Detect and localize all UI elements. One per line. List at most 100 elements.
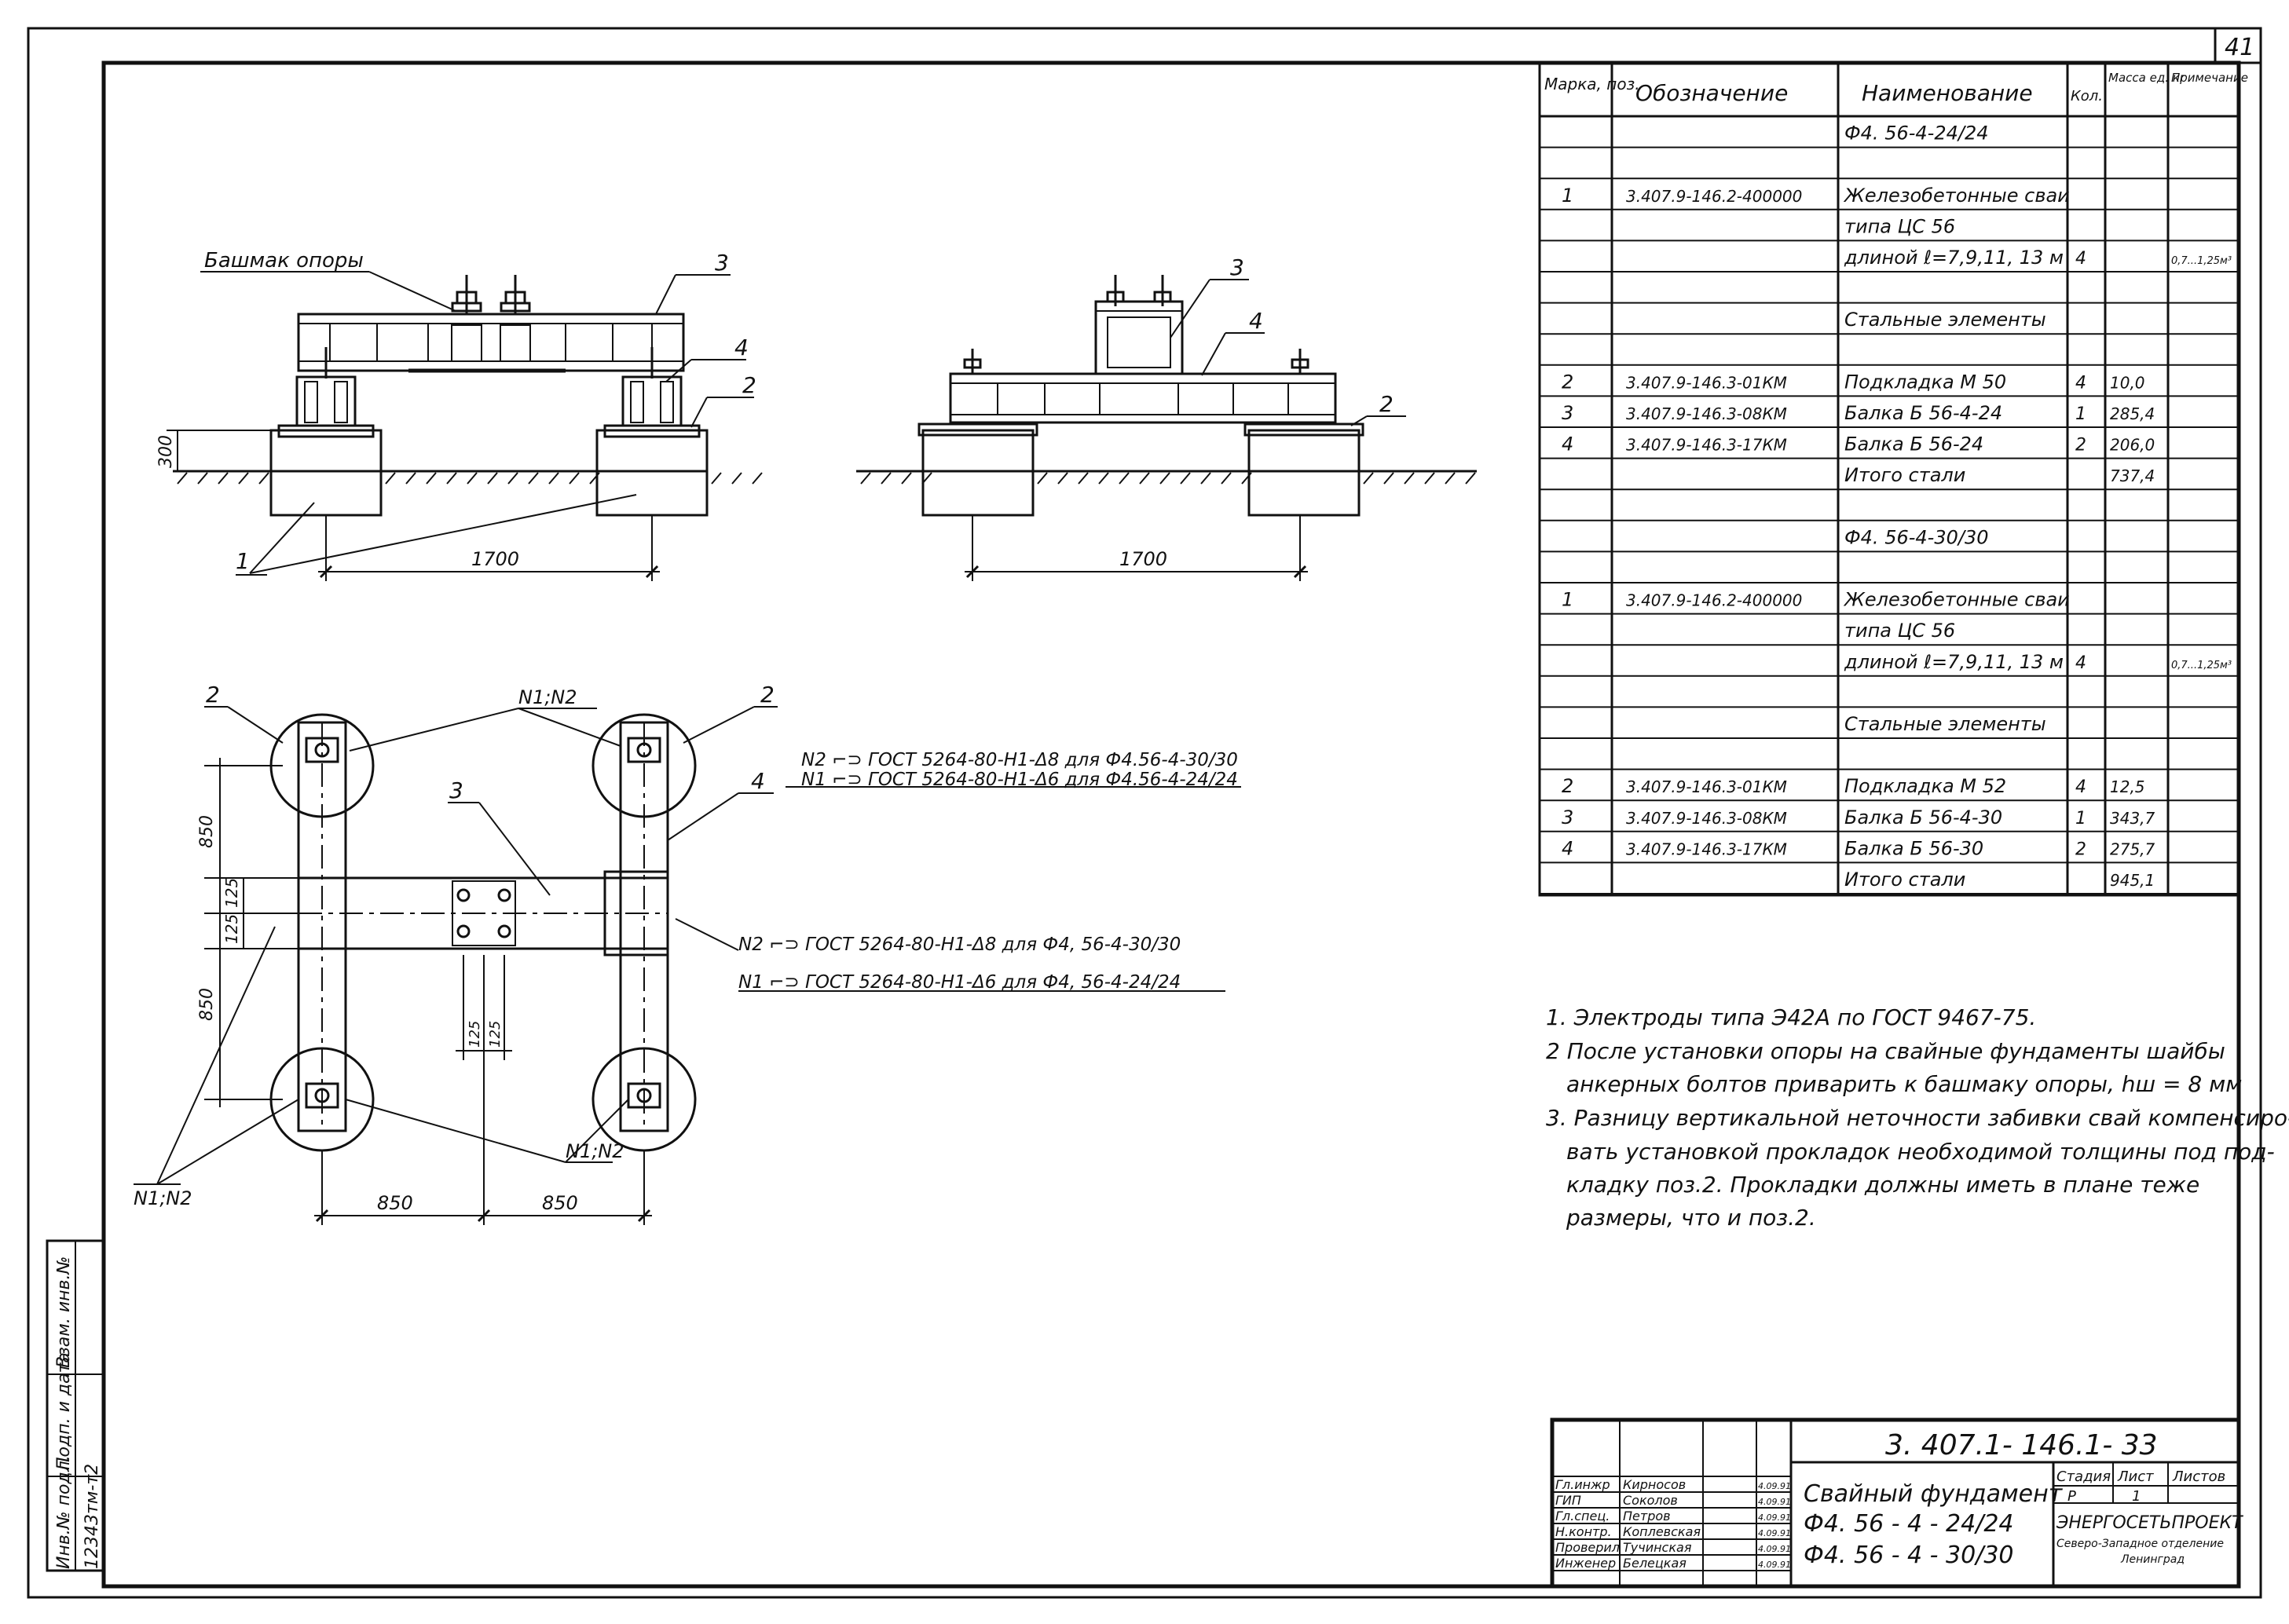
stamp-label-sign: Подп. и дата — [54, 1352, 74, 1470]
spec-cell: Подкладка М 50 — [1844, 371, 2006, 393]
signer-name: Белецкая — [1623, 1556, 1687, 1571]
spec-cell: 1 — [1562, 185, 1573, 207]
signer-name: Коплевская — [1623, 1524, 1701, 1539]
stage-header-stage: Стадия — [2056, 1469, 2111, 1485]
side-pos-4: 4 — [1249, 308, 1263, 334]
front-dim-height: 300 — [156, 435, 176, 468]
plan-dim-h-850-left: 850 — [377, 1192, 413, 1214]
weld-note-1: N2 ⌐⊃ ГОСТ 5264-80-Н1-Δ8 для Ф4.56-4-30/… — [801, 750, 1238, 770]
signer-name: Соколов — [1623, 1493, 1678, 1508]
signer-role: Проверил — [1555, 1540, 1620, 1555]
spec-cell: 3.407.9-146.2-400000 — [1626, 591, 1802, 610]
plan-pos-2-right: 2 — [760, 682, 775, 708]
spec-cell: 4 — [2075, 249, 2086, 269]
spec-cell: Балка Б 56-30 — [1844, 837, 1983, 859]
stamp-label-inv: Инв.№ подл. — [54, 1455, 74, 1569]
spec-cell: 4 — [2075, 653, 2086, 673]
plan-dim-v-125-b: 125 — [222, 914, 241, 944]
spec-cell: 2 — [2075, 436, 2086, 455]
signer-name: Петров — [1623, 1509, 1671, 1523]
spec-cell: Балка Б 56-4-24 — [1844, 402, 2002, 424]
spec-cell: 10,0 — [2110, 373, 2145, 392]
spec-header-code: Обозначение — [1635, 80, 1788, 106]
spec-cell: 3.407.9-146.3-17КМ — [1626, 436, 1787, 455]
spec-cell: 0,7...1,25м³ — [2171, 255, 2232, 267]
plan-pos-3: 3 — [449, 777, 463, 803]
side-stamp: Инв.№ подл. Подп. и дата Взам. инв.№ 123… — [46, 1239, 105, 1572]
weld-ref-3: N1;N2 — [134, 1187, 192, 1209]
stamp-label-replace: Взам. инв.№ — [54, 1256, 74, 1368]
spec-cell: 1 — [1562, 589, 1573, 611]
org-name: ЭНЕРГОСЕТЬПРОЕКТ — [2056, 1513, 2243, 1533]
spec-cell: Подкладка М 52 — [1844, 775, 2006, 797]
spec-header-note: Примечание — [2171, 71, 2248, 85]
note-line-6: кладку поз.2. Прокладки должны иметь в п… — [1566, 1172, 2199, 1198]
spec-cell: 4 — [2075, 777, 2086, 797]
front-pos-3: 3 — [715, 250, 729, 276]
spec-cell: 2 — [2075, 839, 2086, 859]
spec-cell: 4 — [2075, 373, 2086, 393]
spec-cell: 3 — [1562, 402, 1573, 424]
spec-cell: Итого стали — [1844, 464, 1965, 486]
spec-cell: Ф4. 56-4-30/30 — [1844, 526, 1988, 548]
plan-pos-4: 4 — [751, 768, 765, 794]
spec-cell: Стальные элементы — [1844, 309, 2046, 331]
plan-pos-2-left: 2 — [206, 682, 220, 708]
spec-cell: типа ЦС 56 — [1844, 620, 1955, 642]
spec-cell: 737,4 — [2110, 466, 2155, 485]
spec-cell: 1 — [2075, 809, 2086, 828]
spec-cell: 3.407.9-146.2-400000 — [1626, 187, 1802, 206]
spec-cell: типа ЦС 56 — [1844, 215, 1955, 237]
front-elevation: Башмак опоры 3 4 2 1 300 1700 — [156, 249, 756, 581]
spec-header-name: Наименование — [1862, 80, 2033, 106]
org-sub-1: Северо-Западное отделение — [2056, 1538, 2224, 1550]
spec-header-mass: Масса ед. кг — [2108, 71, 2186, 85]
sheet-value: 1 — [2132, 1488, 2141, 1505]
outer-border — [27, 27, 2262, 1599]
spec-cell: Итого стали — [1844, 869, 1965, 891]
plan-dim-h-125-b: 125 — [487, 1021, 504, 1048]
spec-cell: 206,0 — [2110, 436, 2155, 455]
spec-cell: 343,7 — [2110, 809, 2155, 828]
note-line-4: 3. Разницу вертикальной неточности забив… — [1546, 1105, 2289, 1131]
spec-cell: 1 — [2075, 404, 2086, 424]
note-line-7: размеры, что и поз.2. — [1566, 1205, 1816, 1231]
spec-cell: Балка Б 56-24 — [1844, 433, 1983, 455]
spec-cell: 275,7 — [2110, 839, 2155, 858]
stage-header-sheet: Лист — [2117, 1469, 2154, 1485]
spec-cell: Железобетонные сваи — [1843, 589, 2070, 611]
ground-hatching — [177, 472, 1476, 485]
note-line-3: анкерных болтов приварить к башмаку опор… — [1566, 1071, 2242, 1097]
front-dim-span: 1700 — [471, 548, 519, 570]
signer-name: Тучинская — [1623, 1540, 1692, 1555]
side-elevation: 3 4 2 1700 — [856, 254, 1477, 581]
signer-role: Гл.спец. — [1555, 1509, 1610, 1523]
plan-dim-h-125-a: 125 — [467, 1021, 483, 1048]
general-notes: 1. Электроды типа Э42А по ГОСТ 9467-75. … — [1546, 1004, 2289, 1231]
plan-dim-v-850-bottom: 850 — [197, 988, 217, 1021]
signer-name: Кирносов — [1623, 1477, 1686, 1492]
spec-cell: Стальные элементы — [1844, 713, 2046, 735]
signer-role: ГИП — [1555, 1493, 1581, 1508]
spec-cell: 2 — [1562, 775, 1573, 797]
spec-cell: 2 — [1562, 371, 1573, 393]
spec-cell: длиной ℓ=7,9,11, 13 м — [1844, 651, 2064, 673]
spec-cell: 945,1 — [2110, 871, 2155, 890]
spec-cell: длиной ℓ=7,9,11, 13 м — [1844, 247, 2064, 269]
spec-cell: Балка Б 56-4-30 — [1844, 807, 2002, 828]
spec-cell: 4 — [1562, 837, 1573, 859]
stage-header-sheets: Листов — [2172, 1469, 2225, 1485]
sign-date: 4.09.91 — [1758, 1481, 1791, 1491]
spec-cell: 3.407.9-146.3-01КМ — [1626, 777, 1787, 796]
spec-cell: Ф4. 56-4-24/24 — [1844, 123, 1988, 144]
spec-header-qty: Кол. — [2071, 88, 2103, 104]
front-label-shoe: Башмак опоры — [204, 249, 364, 272]
signer-role: Н.контр. — [1555, 1524, 1612, 1539]
drawing-code: 3. 407.1- 146.1- 33 — [1885, 1429, 2158, 1461]
spec-cell: 12,5 — [2110, 777, 2145, 796]
sign-date: 4.09.91 — [1758, 1512, 1791, 1523]
spec-cell: Железобетонные сваи — [1843, 185, 2070, 207]
title-line-3: Ф4. 56 - 4 - 30/30 — [1804, 1542, 2014, 1569]
